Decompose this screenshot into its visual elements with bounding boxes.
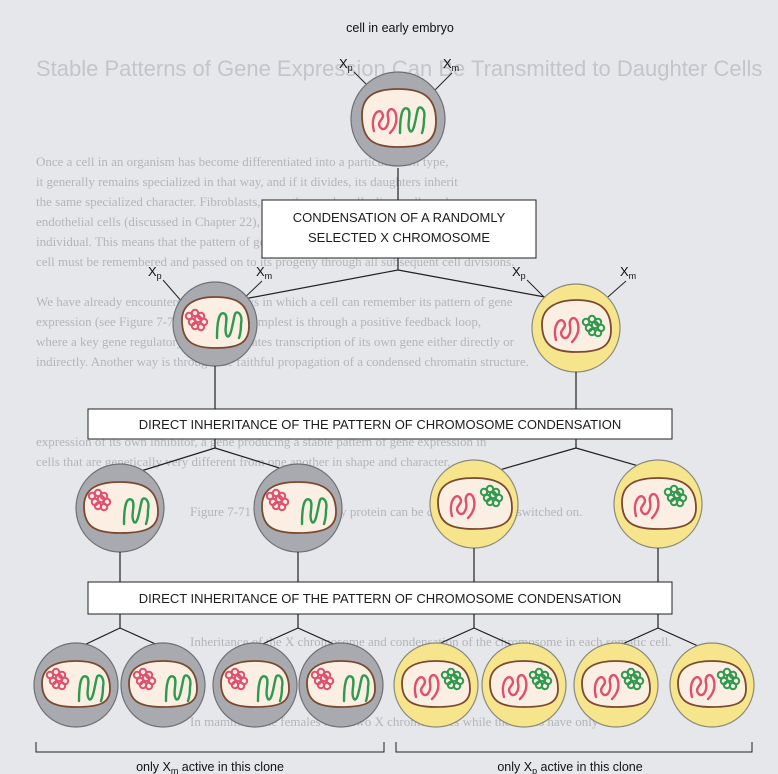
condensation-box: CONDENSATION OF A RANDOMLY SELECTED X CH… [261, 199, 537, 259]
xp-label: Xp [339, 56, 353, 73]
gen4-cell-8 [669, 642, 755, 728]
top-cell-label: cell in early embryo [346, 21, 454, 35]
condensation-box-line1: CONDENSATION OF A RANDOMLY [293, 210, 506, 225]
gen3-cell-2 [253, 463, 343, 553]
background-line: We have already encountered several ways… [36, 294, 513, 309]
gen2-cell-right [531, 283, 621, 373]
background-line: Figure 7-71 A gene regulatory protein ca… [190, 504, 582, 519]
xm-label-left: Xm [256, 264, 272, 281]
gen4-cell-6 [481, 642, 567, 728]
gen4-cell-5 [393, 642, 479, 728]
background-line: indirectly. Another way is through the f… [36, 354, 529, 369]
gen4-cell-4 [298, 642, 384, 728]
left-clone-bracket [35, 742, 385, 753]
gen4-cell-3 [212, 642, 298, 728]
xm-label: Xm [443, 56, 459, 73]
xm-label-right: Xm [620, 264, 636, 281]
background-line: Once a cell in an organism has become di… [36, 154, 448, 169]
right-clone-caption: only Xp active in this clone [497, 760, 642, 774]
gen3-cell-3 [429, 459, 519, 549]
inheritance-box-1: DIRECT INHERITANCE OF THE PATTERN OF CHR… [87, 408, 673, 440]
gen3-cell-1 [75, 463, 165, 553]
background-line: where a key gene regulatory protein acti… [36, 334, 515, 349]
inheritance-box-1-text: DIRECT INHERITANCE OF THE PATTERN OF CHR… [139, 417, 621, 432]
left-clone-caption: only Xm active in this clone [136, 760, 284, 774]
inheritance-box-2: DIRECT INHERITANCE OF THE PATTERN OF CHR… [87, 581, 673, 615]
xp-label-left: Xp [148, 264, 162, 281]
gen3-cell-4 [613, 459, 703, 549]
background-line: it generally remains specialized in that… [36, 174, 458, 189]
background-line: expression (see Figure 7-70). One of the… [36, 314, 481, 329]
condensation-box-line2: SELECTED X CHROMOSOME [308, 230, 490, 245]
gen2-cell-left [172, 281, 258, 367]
background-line: cells that are genetically very differen… [36, 454, 450, 469]
gen4-cell-7 [573, 642, 659, 728]
gen4-cell-1 [33, 642, 119, 728]
background-line: Inheritance of the X chromosome and cond… [190, 634, 672, 649]
early-embryo-cell [350, 71, 446, 167]
inheritance-box-2-text: DIRECT INHERITANCE OF THE PATTERN OF CHR… [139, 591, 621, 606]
right-clone-bracket [395, 742, 753, 753]
xp-label-right: Xp [512, 264, 526, 281]
gen4-cell-2 [120, 642, 206, 728]
